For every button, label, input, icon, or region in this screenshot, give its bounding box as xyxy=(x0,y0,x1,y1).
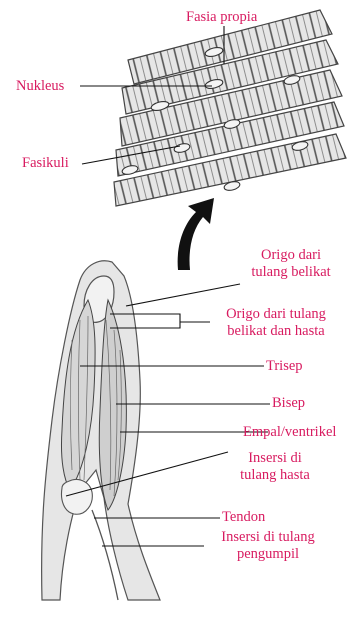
label-trisep: Trisep xyxy=(266,358,303,375)
elbow-joint xyxy=(62,480,93,515)
label-insersi-pengumpil: Insersi di tulang pengumpil xyxy=(204,529,332,563)
label-origo-hasta-line1: Origo dari tulang xyxy=(212,306,340,323)
label-insersi-pengumpil-line2: pengumpil xyxy=(204,546,332,563)
label-origo-belikat-line1: Origo dari xyxy=(232,247,350,264)
label-origo-hasta-line2: belikat dan hasta xyxy=(212,323,340,340)
muscle-fiber-bundle xyxy=(85,8,350,223)
label-origo-belikat: Origo dari tulang belikat xyxy=(232,247,350,281)
label-fasikuli: Fasikuli xyxy=(22,155,69,172)
label-insersi-hasta-line2: tulang hasta xyxy=(228,467,322,484)
label-origo-hasta: Origo dari tulang belikat dan hasta xyxy=(212,306,340,340)
label-insersi-pengumpil-line1: Insersi di tulang xyxy=(204,529,332,546)
upper-arm-drawing xyxy=(42,261,160,600)
leader-origo-belikat xyxy=(126,284,240,306)
label-origo-belikat-line2: tulang belikat xyxy=(232,264,350,281)
label-nukleus: Nukleus xyxy=(16,78,64,95)
label-empal-ventrikel: Empal/ventrikel xyxy=(243,424,336,441)
label-insersi-hasta-line1: Insersi di xyxy=(228,450,322,467)
label-fasia-propia: Fasia propia xyxy=(186,9,257,26)
label-bisep: Bisep xyxy=(272,395,305,412)
label-insersi-hasta: Insersi di tulang hasta xyxy=(228,450,322,484)
label-tendon: Tendon xyxy=(222,509,265,526)
